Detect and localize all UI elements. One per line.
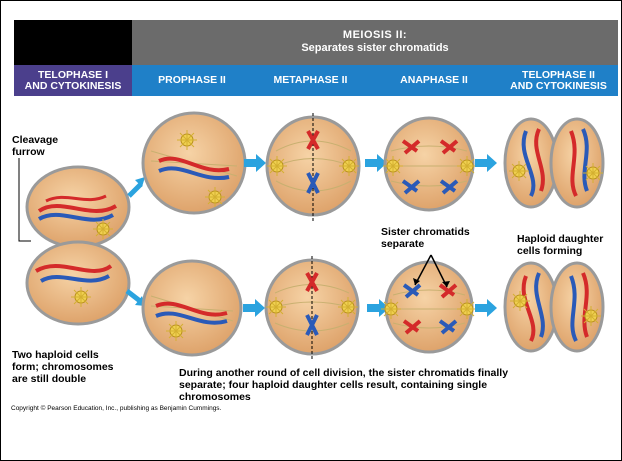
telophase-ii-cells-top bbox=[505, 119, 603, 207]
anaphase-ii-cell-bottom bbox=[381, 262, 477, 352]
label-line: separate; four haploid daughter cells re… bbox=[179, 379, 487, 391]
label-line: During another round of cell division, t… bbox=[179, 367, 508, 379]
arrow-right-icon bbox=[243, 299, 265, 317]
telophase-ii-cells-bottom bbox=[505, 263, 603, 351]
label-line: Two haploid cells bbox=[12, 349, 99, 361]
prophase-ii-cell-bottom bbox=[143, 261, 241, 355]
label-line: Sister chromatids bbox=[381, 226, 470, 238]
label-line: form; chromosomes bbox=[12, 361, 114, 373]
arrow-up bbox=[129, 184, 141, 196]
prophase-ii-cell-top bbox=[143, 113, 245, 213]
label-line: Haploid daughter bbox=[517, 233, 603, 245]
arrow-right-icon bbox=[244, 154, 266, 172]
two-haploid-cells-label: Two haploid cells form; chromosomes are … bbox=[12, 349, 114, 385]
anaphase-ii-cell-top bbox=[383, 118, 477, 210]
label-line: cells forming bbox=[517, 245, 582, 257]
haploid-daughter-label: Haploid daughter cells forming bbox=[517, 233, 603, 257]
label-line: furrow bbox=[12, 146, 45, 158]
label-line: chromosomes bbox=[179, 391, 251, 403]
copyright-notice: Copyright © Pearson Education, Inc., pub… bbox=[11, 405, 221, 412]
label-line: are still double bbox=[12, 373, 86, 385]
label-line: separate bbox=[381, 238, 424, 250]
arrow-right-icon bbox=[475, 299, 497, 317]
label-line: Cleavage bbox=[12, 134, 58, 146]
bottom-description: During another round of cell division, t… bbox=[179, 367, 508, 403]
arrow-down bbox=[127, 291, 140, 301]
arrow-right-icon bbox=[475, 154, 497, 172]
cleavage-furrow-label: Cleavage furrow bbox=[12, 134, 58, 158]
telophase-i-cells bbox=[19, 158, 129, 324]
metaphase-ii-cell-bottom bbox=[266, 256, 358, 359]
metaphase-ii-cell-top bbox=[267, 113, 359, 223]
sister-chromatids-label: Sister chromatids separate bbox=[381, 226, 470, 250]
